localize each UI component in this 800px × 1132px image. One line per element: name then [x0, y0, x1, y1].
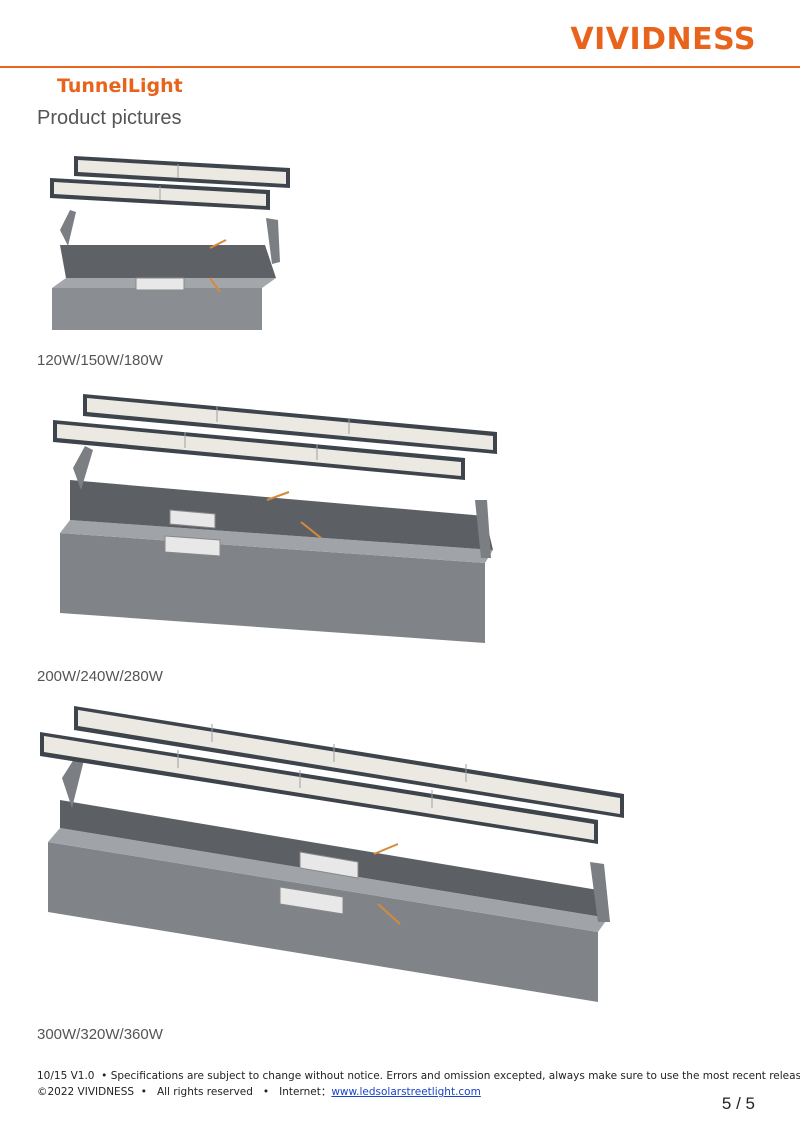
- bullet-separator: •: [101, 1070, 108, 1082]
- product-caption: 120W/150W/180W: [37, 352, 163, 369]
- website-link[interactable]: www.ledsolarstreetlight.com: [331, 1086, 481, 1098]
- product-image-120w: [50, 156, 290, 330]
- product-image-200w: [53, 394, 497, 643]
- version-label: 10/15 V1.0: [37, 1070, 95, 1082]
- bullet-separator: •: [140, 1086, 147, 1098]
- brand-logo: VIVIDNESS: [570, 22, 756, 57]
- footer-line-2: ©2022 VIVIDNESS • All rights reserved • …: [37, 1084, 800, 1100]
- page-number: 5 / 5: [721, 1094, 755, 1113]
- footer-line-1: 10/15 V1.0 • Specifications are subject …: [37, 1068, 800, 1084]
- product-caption: 200W/240W/280W: [37, 668, 163, 685]
- header-divider: [0, 66, 800, 68]
- rights-text: All rights reserved: [156, 1086, 253, 1098]
- section-subtitle: Product pictures: [37, 107, 182, 129]
- bullet-separator: •: [262, 1086, 270, 1098]
- disclaimer-text: Specifications are subject to change wit…: [110, 1070, 800, 1082]
- copyright-text: ©2022 VIVIDNESS: [37, 1086, 135, 1098]
- internet-label: Internet：: [279, 1086, 332, 1098]
- product-image-300w: [40, 706, 624, 1002]
- section-title: TunnelLight: [57, 75, 183, 97]
- product-caption: 300W/320W/360W: [37, 1026, 163, 1043]
- footer: 10/15 V1.0 • Specifications are subject …: [37, 1068, 800, 1100]
